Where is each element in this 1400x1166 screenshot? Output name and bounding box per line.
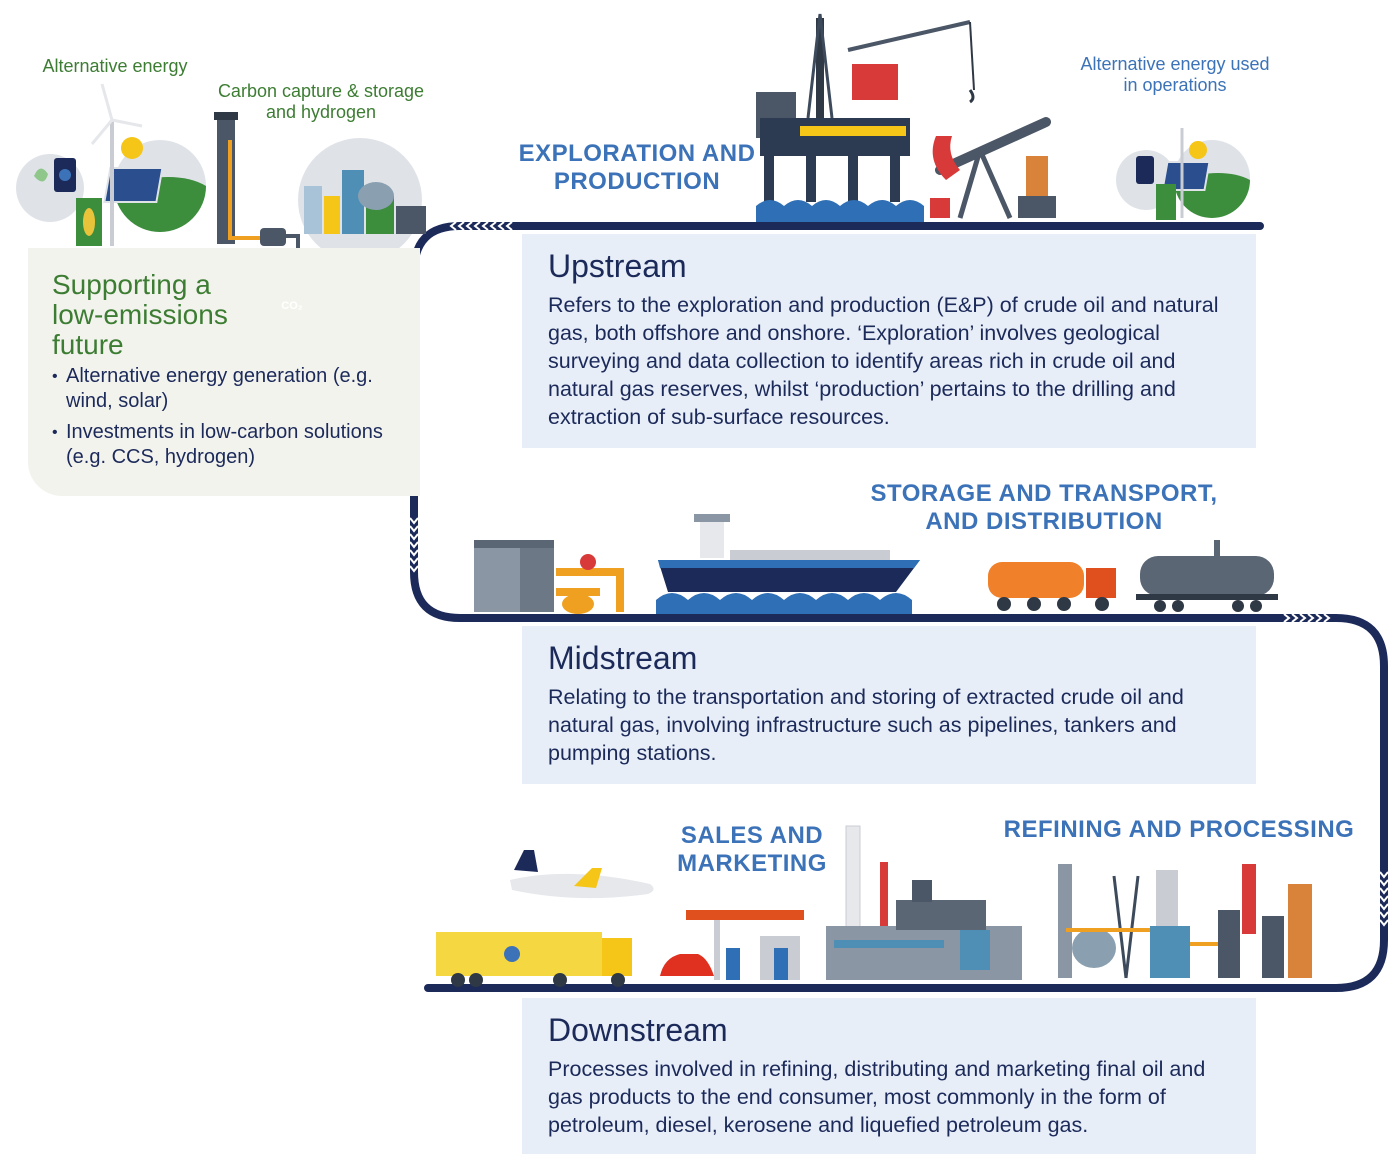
supporting-title: Supporting a low-emissions future bbox=[52, 269, 228, 360]
supporting-low-emissions-box: Supporting a low-emissions future Altern… bbox=[28, 248, 420, 496]
midstream-description: Relating to the transportation and stori… bbox=[548, 685, 1184, 765]
midstream-panel: Midstream Relating to the transportation… bbox=[522, 626, 1256, 784]
upstream-description: Refers to the exploration and production… bbox=[548, 293, 1219, 429]
airplane-illustration bbox=[510, 850, 654, 899]
chevrons-mid bbox=[1283, 613, 1331, 623]
factory-illustration bbox=[826, 825, 1022, 980]
cargo-truck-illustration bbox=[436, 932, 632, 987]
upstream-title: Upstream bbox=[548, 248, 687, 284]
pumpjack-illustration bbox=[930, 117, 1056, 220]
midstream-title: Midstream bbox=[548, 640, 698, 676]
offshore-rig-illustration bbox=[756, 13, 975, 222]
refining-processing-header: REFINING AND PROCESSING bbox=[1003, 816, 1355, 843]
supporting-bullet: Investments in low-carbon solutions (e.g… bbox=[52, 420, 402, 470]
flow-line bbox=[410, 222, 1388, 992]
upstream-panel: Upstream Refers to the exploration and p… bbox=[522, 234, 1256, 448]
chevrons-left bbox=[409, 517, 419, 573]
storage-transport-header: STORAGE AND TRANSPORT, AND DISTRIBUTION bbox=[870, 480, 1218, 535]
sales-marketing-header: SALES AND MARKETING bbox=[677, 822, 827, 877]
ops-alt-energy-label: Alternative energy used in operations bbox=[1080, 54, 1270, 95]
ccs-hydrogen-label: Carbon capture & storage and hydrogen bbox=[217, 81, 425, 122]
downstream-title: Downstream bbox=[548, 1012, 728, 1048]
tanker-ship-illustration bbox=[656, 514, 920, 614]
rail-tanker-illustration bbox=[1136, 540, 1278, 612]
supporting-bullet: Alternative energy generation (e.g. wind… bbox=[52, 364, 402, 414]
chevrons-top bbox=[449, 221, 513, 231]
refinery-illustration bbox=[1058, 864, 1312, 979]
co2-label: CO₂ bbox=[281, 300, 303, 312]
operations-alt-energy-illustration bbox=[1116, 128, 1250, 220]
storage-pumping-illustration bbox=[474, 540, 624, 614]
ccs-illustration bbox=[214, 112, 426, 272]
downstream-panel: Downstream Processes involved in refinin… bbox=[522, 998, 1256, 1154]
chevrons-right bbox=[1379, 871, 1389, 927]
downstream-description: Processes involved in refining, distribu… bbox=[548, 1057, 1206, 1137]
tanker-truck-illustration bbox=[988, 562, 1116, 611]
fuel-station-illustration bbox=[660, 910, 804, 980]
alternative-energy-label: Alternative energy bbox=[42, 56, 188, 76]
exploration-production-header: EXPLORATION AND PRODUCTION bbox=[518, 140, 756, 195]
supporting-bullet-list: Alternative energy generation (e.g. wind… bbox=[52, 364, 402, 476]
alternative-energy-illustration bbox=[16, 83, 206, 246]
